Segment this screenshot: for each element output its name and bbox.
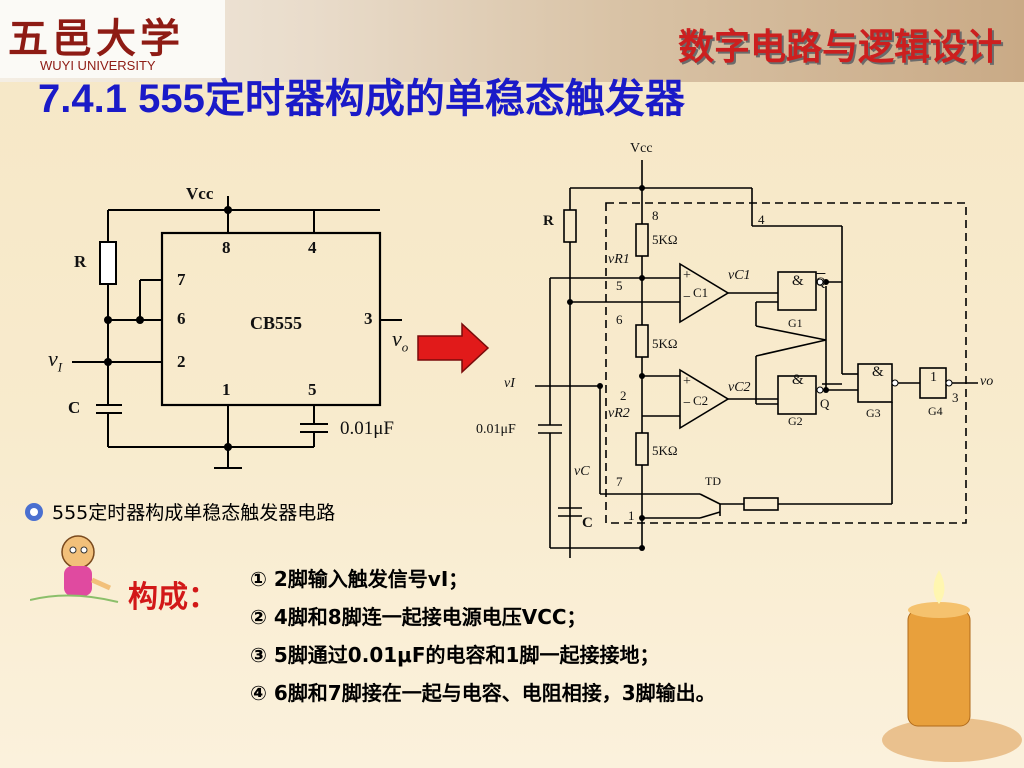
left-r-label: R	[74, 252, 87, 271]
right-pin-3: 3	[952, 390, 959, 405]
course-title: 数字电路与逻辑设计	[677, 27, 1002, 68]
bullet-icon	[25, 502, 43, 521]
composition-label: 构成：	[128, 580, 218, 615]
vc-label: vC	[574, 464, 590, 479]
right-pin-7: 7	[616, 474, 623, 489]
right-pin-8: 8	[652, 208, 659, 223]
right-pin-2: 2	[620, 388, 627, 403]
left-pin-2: 2	[177, 352, 186, 371]
g4-not-symbol: 1	[930, 370, 937, 385]
res-label-2: 5KΩ	[652, 336, 678, 351]
c1-minus: −	[683, 290, 691, 305]
cartoon-thinker-icon	[30, 535, 119, 603]
right-pin-4: 4	[758, 212, 765, 227]
left-pin-7: 7	[177, 270, 186, 289]
logo-english: WUYI UNIVERSITY	[40, 58, 156, 73]
right-cap-value: 0.01μF	[476, 422, 516, 437]
vr2-label: vR2	[608, 406, 630, 421]
composition-list: ① 2脚输入触发信号vI； ② 4脚和8脚连一起接电源电压VCC； ③ 5脚通过…	[250, 560, 716, 712]
c1-plus: +	[683, 268, 691, 283]
left-pin-4: 4	[308, 238, 317, 257]
qbar-label: Q	[816, 274, 826, 289]
diagram-caption: 555定时器构成单稳态触发器电路	[24, 498, 335, 525]
vr1-label: vR1	[608, 252, 630, 267]
slide-title: 7.4.1 555定时器构成的单稳态触发器	[38, 77, 685, 121]
left-c-label: C	[68, 398, 81, 417]
right-pin-1: 1	[628, 508, 635, 523]
g2-label: G2	[788, 414, 803, 428]
left-vi-label: vI	[48, 346, 63, 375]
list-item: ① 2脚输入触发信号vI；	[250, 567, 469, 591]
g4-label: G4	[928, 404, 943, 418]
left-vcc-label: Vcc	[186, 184, 214, 203]
vc2-label: vC2	[728, 380, 751, 395]
td-label: TD	[705, 474, 721, 488]
list-item: ③ 5脚通过0.01μF的电容和1脚一起接接地；	[250, 643, 660, 667]
header-banner: 五邑大学 WUYI UNIVERSITY 数字电路与逻辑设计	[0, 0, 1024, 82]
right-r-label: R	[543, 213, 554, 229]
vc1-label: vC1	[728, 268, 751, 283]
res-label-1: 5KΩ	[652, 232, 678, 247]
g1-label: G1	[788, 316, 803, 330]
right-pin-5: 5	[616, 278, 623, 293]
left-pin-5: 5	[308, 380, 317, 399]
g1-and-symbol: &	[792, 273, 804, 289]
left-pin-8: 8	[222, 238, 231, 257]
arrow-icon	[417, 322, 490, 374]
left-vo-label: vo	[392, 326, 409, 355]
caption-text: 555定时器构成单稳态触发器电路	[52, 502, 336, 524]
c2-minus: −	[683, 396, 691, 411]
c2-label: C2	[693, 393, 709, 408]
candle-icon	[882, 570, 1022, 762]
logo-chinese: 五邑大学	[8, 15, 184, 62]
g3-and-symbol: &	[872, 364, 884, 380]
right-vo-label: vo	[980, 374, 994, 389]
university-logo: 五邑大学 WUYI UNIVERSITY	[0, 0, 225, 78]
g2-and-symbol: &	[792, 372, 804, 388]
left-cap-value: 0.01μF	[340, 418, 395, 439]
chip-label: CB555	[250, 313, 303, 333]
g3-label: G3	[866, 406, 881, 420]
res-label-3: 5KΩ	[652, 443, 678, 458]
right-vi-label: vI	[504, 376, 515, 391]
left-pin-3: 3	[364, 309, 373, 328]
right-c-label: C	[582, 515, 593, 531]
list-item: ② 4脚和8脚连一起接电源电压VCC；	[250, 605, 587, 629]
c1-label: C1	[693, 285, 709, 300]
right-vcc-label: Vcc	[630, 141, 653, 156]
list-item: ④ 6脚和7脚接在一起与电容、电阻相接，3脚输出。	[250, 681, 716, 705]
left-pin-1: 1	[222, 380, 231, 399]
c2-plus: +	[683, 374, 691, 389]
right-pin-6: 6	[616, 312, 623, 327]
left-pin-6: 6	[177, 309, 186, 328]
q-label: Q	[820, 396, 830, 411]
